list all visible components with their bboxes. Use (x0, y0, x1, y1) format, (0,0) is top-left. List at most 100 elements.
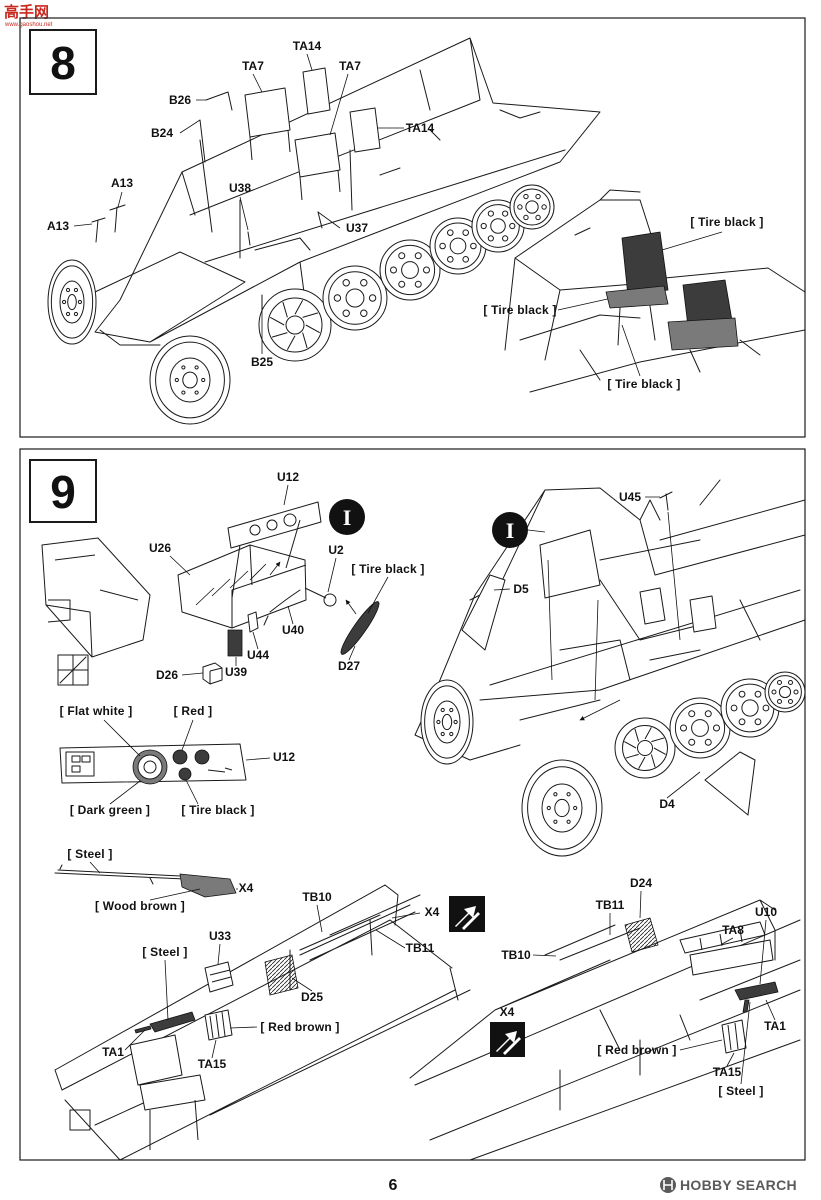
part-label-d25: D25 (301, 990, 323, 1004)
part-d25-block (264, 954, 299, 996)
front-wheel (420, 679, 474, 765)
part-label-b26: B26 (169, 93, 191, 107)
part-label-u44: U44 (247, 648, 269, 662)
step-9-number-box (29, 459, 97, 523)
hobby-search-logo-icon (660, 1177, 676, 1193)
color-callout-tire-black-2: [ Tire black ] (483, 303, 556, 317)
part-label-tb10-right: TB10 (501, 948, 531, 962)
watermark-logo-text: 高手网 (4, 3, 49, 21)
detail-inset-square (57, 654, 89, 686)
small-gauges (172, 749, 210, 781)
dashboard-paint-leader-lines (103, 719, 271, 805)
step-9-number: 9 (50, 466, 76, 518)
part-label-u38: U38 (229, 181, 251, 195)
road-wheel (509, 184, 555, 230)
part-label-x4-right: X4 (500, 1005, 515, 1019)
left-interior-hull (54, 884, 471, 1161)
dashboard-assembly-arrows (195, 562, 280, 606)
gun-ta1-left (134, 1011, 196, 1034)
part-label-tb10-left: TB10 (302, 890, 332, 904)
front-wheel (149, 335, 231, 425)
subassembly-marker-label: I (343, 505, 352, 530)
front-wheel (521, 759, 603, 857)
rifle-leader-lines (89, 861, 238, 901)
steering-wheel-arrow (345, 599, 357, 615)
step-9-vehicle-leader-lines (493, 496, 701, 799)
main-gauge-face (137, 754, 163, 780)
flap-part-d4 (704, 751, 756, 816)
part-u44-bracket (247, 611, 259, 633)
mirror-arrows-icon (449, 896, 485, 932)
step-9-wheels (420, 671, 806, 857)
watermark-url: www.gaoshou.net (4, 22, 53, 28)
pouch-ta15-left (204, 1009, 233, 1041)
flap-part-d5 (461, 574, 506, 651)
part-label-u12: U12 (277, 470, 299, 484)
step-8-number: 8 (50, 37, 76, 89)
step-9-panel (19, 448, 806, 1161)
step-8-panel (19, 17, 806, 438)
step-8-seat-frames (244, 67, 381, 201)
part-label-d5: D5 (513, 582, 529, 596)
step-9-dash-leader-lines (169, 484, 389, 676)
part-u40-lever (263, 589, 301, 626)
side-plate-u26 (41, 537, 151, 658)
color-callout-tire-black-gauges: [ Tire black ] (181, 803, 254, 817)
rack-ta8 (679, 921, 774, 976)
rifle-barrel (54, 864, 186, 885)
part-u2-column (304, 587, 337, 607)
part-label-d24: D24 (630, 876, 652, 890)
step-9-insertion-arrows (547, 511, 681, 720)
part-label-u10: U10 (755, 905, 777, 919)
mirror-arrows-icon (490, 1022, 525, 1057)
color-callout-red-brown-right: [ Red brown ] (597, 1043, 676, 1057)
color-callout-flat-white: [ Flat white ] (60, 704, 133, 718)
right-interior-hull (409, 899, 801, 1161)
color-callout-red: [ Red ] (174, 704, 213, 718)
pouch-ta15-right (721, 1019, 747, 1054)
part-label-u39: U39 (225, 665, 247, 679)
part-label-d4: D4 (659, 797, 675, 811)
color-callout-steel-left: [ Steel ] (142, 945, 187, 959)
step-8-inset-seat-cushions (605, 285, 739, 351)
subassembly-marker-icon (329, 499, 365, 535)
part-label-u45: U45 (619, 490, 641, 504)
drive-sprocket (258, 288, 332, 362)
part-label-ta14-right: TA14 (406, 121, 435, 135)
part-label-u40: U40 (282, 623, 304, 637)
color-callout-dark-green: [ Dark green ] (70, 803, 150, 817)
dashboard-frame (177, 544, 307, 629)
part-label-a13-top: A13 (111, 176, 133, 190)
part-label-ta15-right: TA15 (713, 1065, 742, 1079)
left-interior-seat (129, 1034, 206, 1150)
part-label-d27: D27 (338, 659, 360, 673)
drive-sprocket (614, 717, 676, 779)
instrument-panel-u12 (227, 501, 322, 599)
subassembly-marker-label-target: I (506, 518, 515, 543)
footer-logo-text: HOBBY SEARCH (680, 1177, 797, 1193)
color-callout-steel-right: [ Steel ] (718, 1084, 763, 1098)
part-label-tb11-left: TB11 (406, 941, 435, 955)
part-label-ta7-right: TA7 (339, 59, 361, 73)
left-interior-leader-lines (124, 904, 421, 1059)
part-label-ta14: TA14 (293, 39, 322, 53)
road-wheel (379, 239, 441, 301)
step-8-number-box (29, 29, 97, 95)
steering-wheel-d27 (340, 601, 380, 655)
subassembly-marker-icon-target (492, 512, 528, 548)
part-u39-cylinder (227, 629, 243, 657)
part-label-ta8: TA8 (722, 923, 744, 937)
part-label-u33: U33 (209, 929, 231, 943)
right-interior-leader-lines (532, 890, 776, 1085)
part-label-u26: U26 (149, 541, 171, 555)
road-wheel (764, 671, 806, 713)
front-wheel (47, 259, 97, 345)
part-u45 (659, 491, 673, 511)
part-label-b24: B24 (151, 126, 173, 140)
color-callout-tire-black-steering: [ Tire black ] (351, 562, 424, 576)
color-callout-wood-brown: [ Wood brown ] (95, 899, 185, 913)
part-label-d26: D26 (156, 668, 178, 682)
part-label-ta1-left: TA1 (102, 1045, 124, 1059)
